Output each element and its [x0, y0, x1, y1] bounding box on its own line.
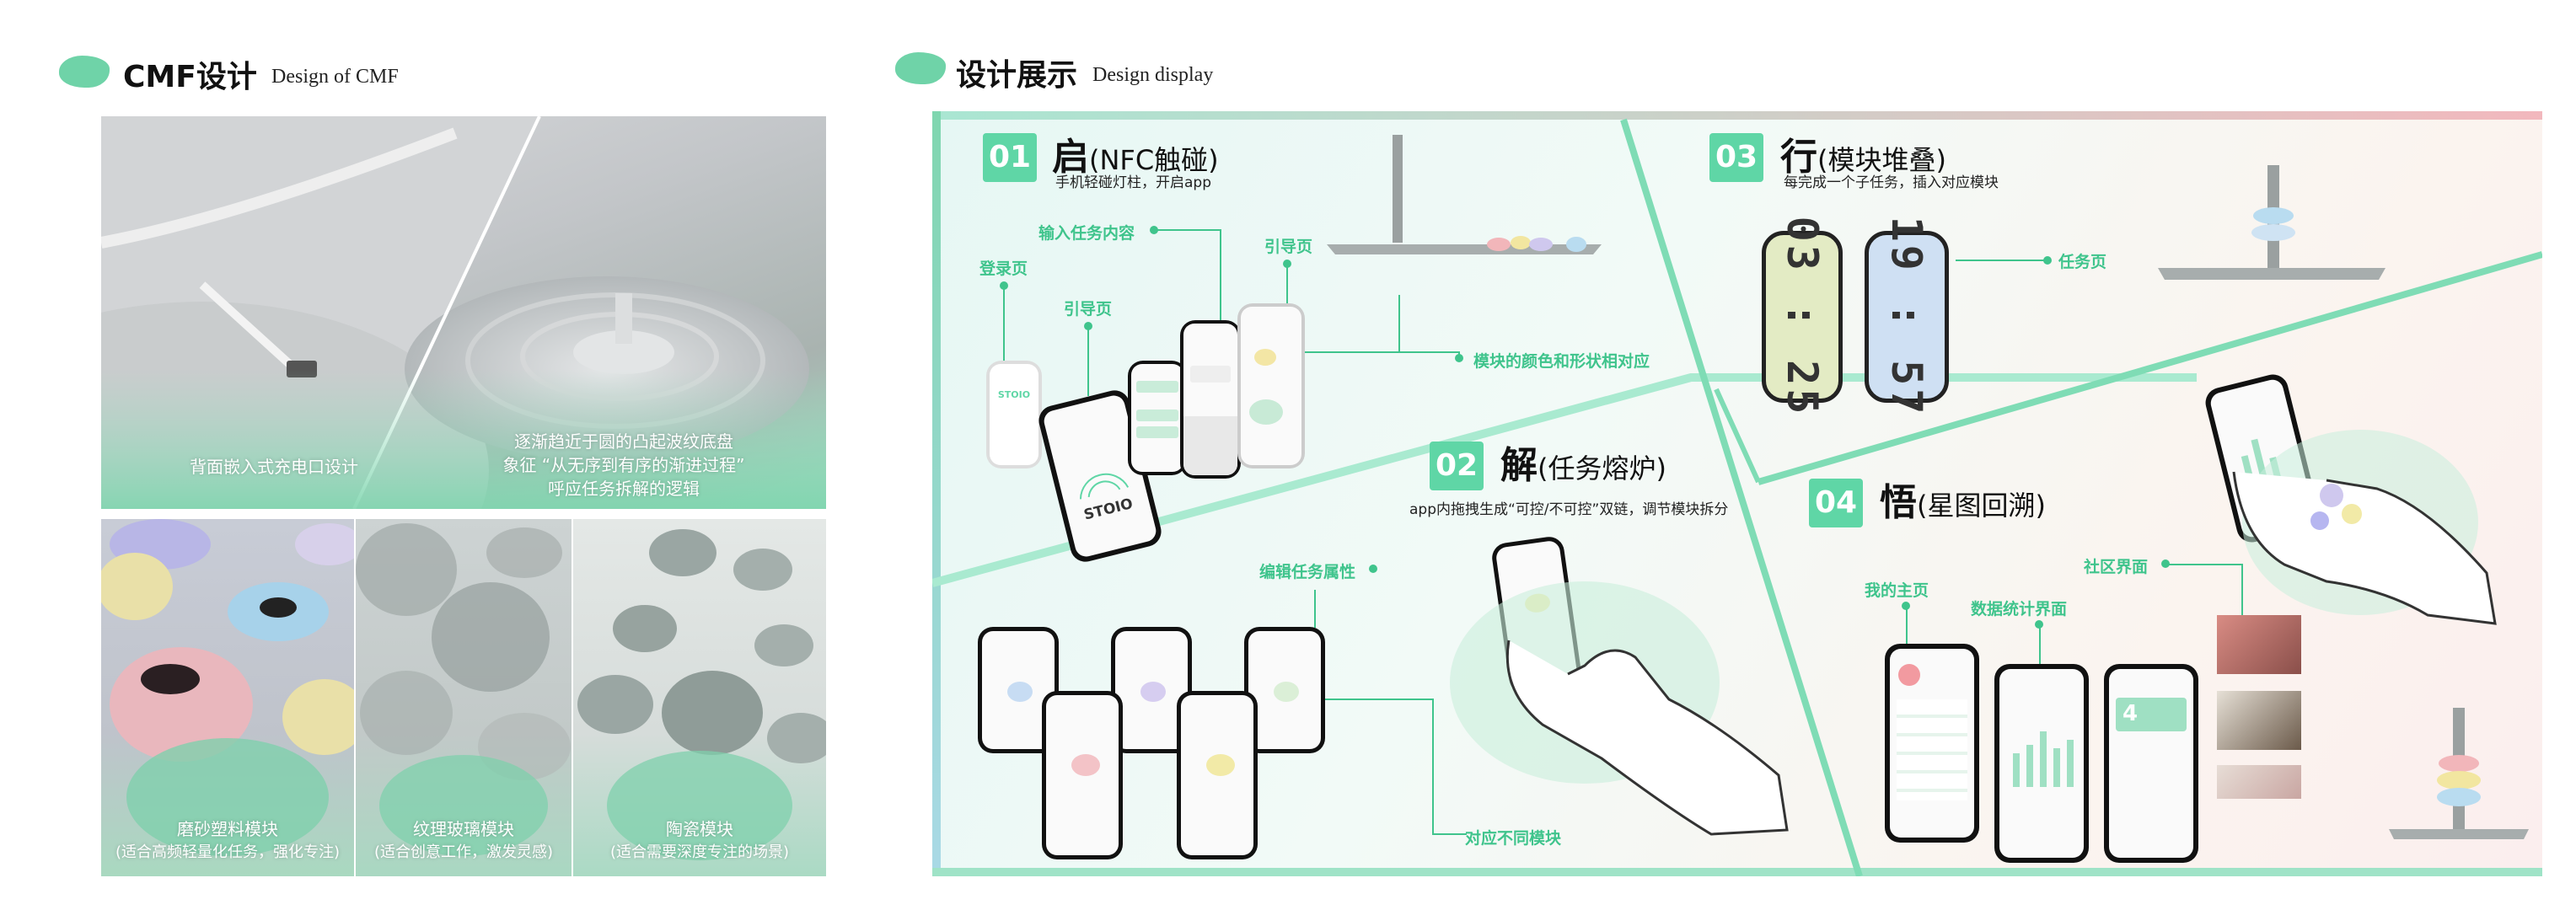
step-02-char: 解 — [1500, 444, 1538, 487]
label-login-page: 登录页 — [979, 260, 1028, 278]
cmf-photo-plastic: 磨砂塑料模块 (适合高频轻量化任务，强化专注) — [101, 519, 354, 876]
step-01-number: 01 — [983, 133, 1037, 182]
caption-ripple-line1: 逐渐趋近于圆的凸起波纹底盘 — [514, 431, 733, 452]
community-photo-2 — [2217, 691, 2301, 750]
cmf-subtitle: Design of CMF — [271, 66, 399, 88]
label-guide-page-2: 引导页 — [1264, 238, 1313, 256]
caption-glass-line2: (适合创意工作，激发灵感) — [373, 843, 554, 861]
step-01-char: 启 — [1052, 136, 1089, 179]
step-04-title: 悟(星图回溯) — [1880, 472, 2046, 526]
phone-guide: STOIO — [1035, 387, 1165, 565]
label-diff-module: 对应不同模块 — [1465, 829, 1562, 848]
label-dot — [1084, 322, 1092, 330]
label-my-home: 我的主页 — [1865, 581, 1929, 600]
step-02-title: 解(任务熔炉) — [1500, 435, 1666, 489]
timer-value: 19 : 57 — [1882, 216, 1931, 418]
section-blob-icon — [895, 52, 946, 84]
label-dot — [2035, 620, 2043, 629]
label-dot — [1455, 354, 1463, 362]
phone-edit-5 — [1177, 691, 1258, 859]
cmf-photo-ceramic: 陶瓷模块 (适合需要深度专注的场景) — [573, 519, 826, 876]
phone-edit-4 — [1042, 691, 1123, 859]
label-input-task: 输入任务内容 — [1038, 224, 1135, 243]
caption-plastic-line2: (适合高频轻量化任务，强化专注) — [115, 843, 341, 861]
section-blob-icon — [59, 56, 110, 88]
step-01-name: (NFC触碰) — [1089, 144, 1219, 176]
cmf-title: CMF设计 — [123, 60, 257, 94]
phone-module-select — [1237, 303, 1305, 468]
timer-phone-blue: 19 : 57 — [1865, 217, 1949, 417]
cmf-photo-charging: 背面嵌入式充电口设计 逐渐趋近于圆的凸起波纹底盘 象征 “从无序到有序的渐进过程… — [101, 116, 826, 509]
cmf-photo-glass: 纹理玻璃模块 (适合创意工作，激发灵感) — [356, 519, 572, 876]
step-04-name: (星图回溯) — [1917, 490, 2046, 522]
step-03-desc: 每完成一个子任务，插入对应模块 — [1784, 174, 1999, 191]
step-04-char: 悟 — [1880, 481, 1917, 524]
label-stats-page: 数据统计界面 — [1971, 600, 2068, 618]
step-02-name: (任务熔炉) — [1538, 452, 1666, 484]
display-title: 设计展示 — [956, 58, 1078, 93]
timer-value: 03 : 25 — [1778, 216, 1827, 418]
step-03-number: 03 — [1709, 133, 1763, 182]
step-04-number: 04 — [1809, 479, 1863, 527]
step-02-number: 02 — [1430, 442, 1484, 490]
caption-ceramic-line1: 陶瓷模块 — [666, 819, 733, 839]
caption-ripple-line2: 象征 “从无序到有序的渐进过程” — [502, 455, 745, 475]
step-01-title: 启(NFC触碰) — [1052, 126, 1219, 180]
community-photo-1 — [2217, 615, 2301, 674]
label-community-page: 社区界面 — [2084, 558, 2149, 576]
phone-edit-2 — [1111, 627, 1192, 753]
label-edit-attr: 编辑任务属性 — [1259, 563, 1356, 581]
community-photo-3 — [2217, 765, 2301, 799]
phone-input — [1180, 320, 1241, 479]
caption-glass-line1: 纹理玻璃模块 — [413, 819, 514, 839]
label-dot — [1000, 281, 1008, 290]
step-03-title: 行(模块堆叠) — [1780, 126, 1946, 180]
label-dot — [1283, 260, 1291, 268]
label-dot — [2043, 256, 2052, 265]
charging-base-illustration — [101, 116, 826, 509]
caption-ceramic-line2: (适合需要深度专注的场景) — [609, 843, 790, 861]
caption-ripple-line3: 呼应任务拆解的逻辑 — [548, 479, 700, 499]
phone-login: STOIO — [986, 361, 1042, 468]
phone-community: 4 — [2104, 664, 2198, 863]
stat-number: 4 — [2123, 701, 2139, 726]
app-logo: STOIO — [997, 389, 1031, 400]
step-02-desc: app内拖拽生成“可控/不可控”双链，调节模块拆分 — [1409, 501, 1729, 518]
caption-plastic-line1: 磨砂塑料模块 — [177, 819, 278, 839]
step-01-desc: 手机轻碰灯柱，开启app — [1055, 174, 1211, 191]
label-task-page: 任务页 — [2058, 253, 2107, 271]
frame-dividers — [932, 111, 2542, 876]
step-03-name: (模块堆叠) — [1817, 144, 1946, 176]
phone-task-list — [1128, 361, 1187, 475]
phone-stats — [1994, 664, 2089, 863]
label-guide-page-1: 引导页 — [1064, 300, 1113, 318]
caption-charging: 背面嵌入式充电口设计 — [190, 457, 358, 477]
step-03-char: 行 — [1780, 136, 1817, 179]
label-dot — [1902, 602, 1910, 610]
label-dot — [2161, 559, 2170, 568]
phone-edit-3 — [1244, 627, 1325, 753]
display-subtitle: Design display — [1092, 64, 1214, 86]
timer-phone-green: 03 : 25 — [1762, 217, 1843, 417]
label-dot — [1369, 565, 1377, 573]
phone-home — [1885, 644, 1979, 843]
label-module-color: 模块的颜色和形状相对应 — [1473, 352, 1650, 371]
label-dot — [1150, 226, 1158, 234]
